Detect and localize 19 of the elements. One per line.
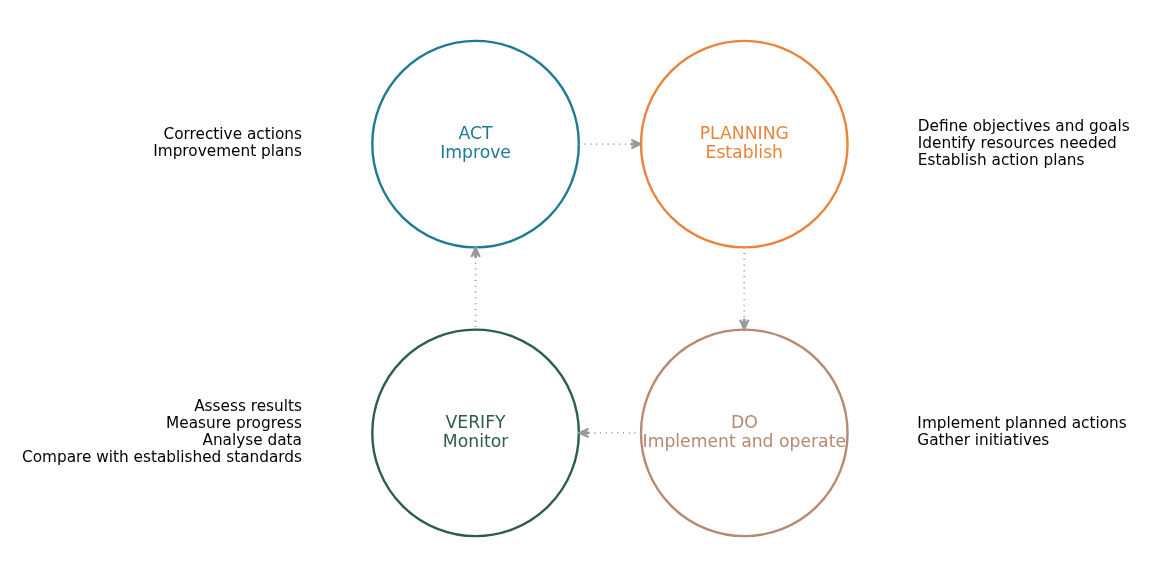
node-circle: ACT Improve [371, 39, 581, 249]
node-label: Improvement plans [153, 141, 303, 160]
node-label: Analyse data [202, 430, 303, 449]
arrow [739, 245, 750, 330]
node-label: Establish action plans [917, 150, 1085, 169]
arrow [578, 138, 642, 149]
node-label: Implement planned actions [917, 413, 1127, 432]
node-label: Corrective actions [163, 124, 303, 143]
arrow [470, 245, 481, 330]
arrow [578, 427, 642, 438]
node-circle: PLANNING Establish [639, 39, 849, 249]
node-label: Assess results [194, 396, 303, 415]
node-label: Identify resources needed [917, 133, 1117, 152]
node-label: Compare with established standards [22, 447, 303, 466]
node-circle: DO Implement and operate [639, 327, 849, 537]
node-label: Gather initiatives [917, 430, 1050, 449]
node-label: Define objectives and goals [917, 116, 1130, 135]
node-label: Measure progress [166, 413, 303, 432]
node-circle: VERIFY Monitor [371, 327, 581, 537]
